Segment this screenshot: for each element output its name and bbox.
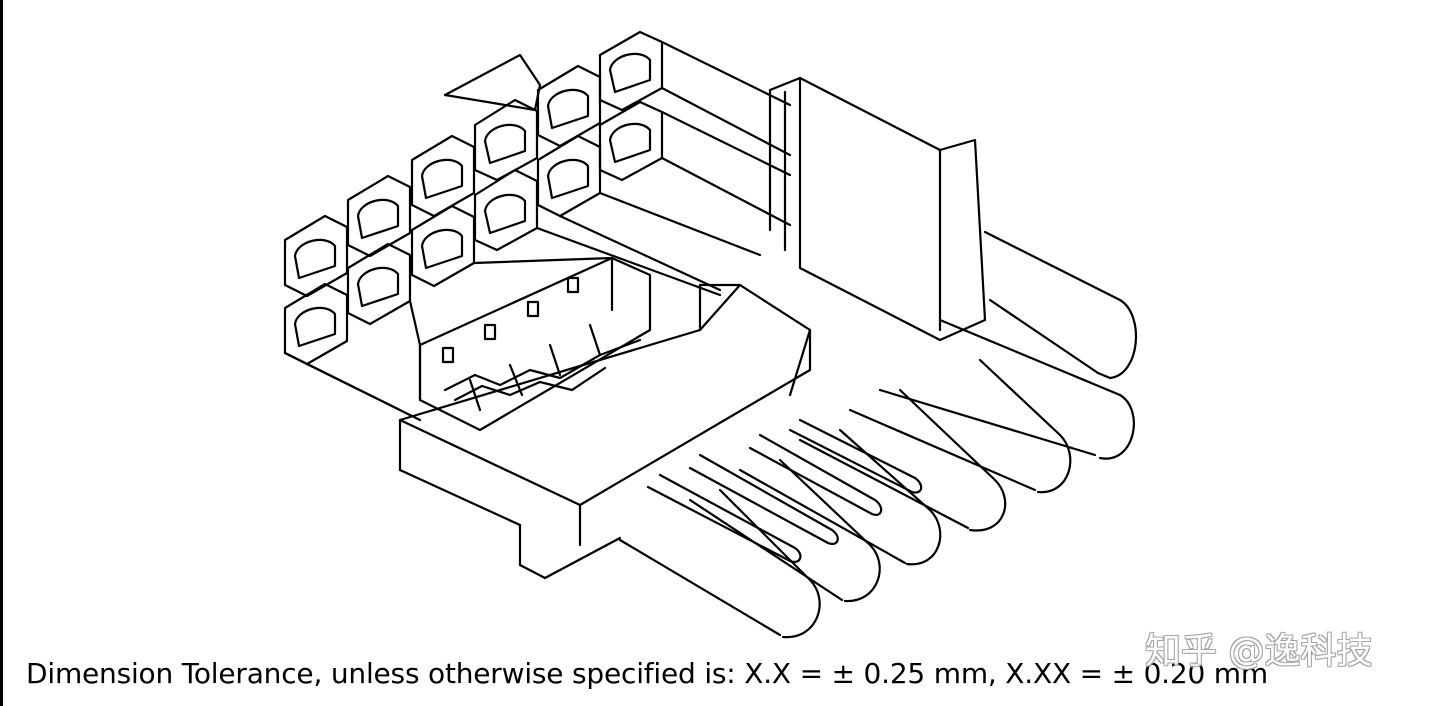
cable: [983, 230, 1138, 380]
connector-isometric-drawing: [283, 30, 1138, 639]
housing-right-block: [768, 76, 987, 342]
cavity: [443, 53, 542, 182]
cavity: [536, 134, 762, 292]
latch-teeth: [443, 323, 642, 412]
cavity: [410, 204, 614, 288]
cable: [738, 428, 942, 566]
cable: [798, 388, 1007, 532]
left-border: [0, 0, 3, 706]
cable: [618, 488, 821, 639]
cable-group: [618, 230, 1138, 639]
cavity: [346, 174, 412, 258]
tolerance-note: Dimension Tolerance, unless otherwise sp…: [26, 657, 1268, 690]
wire-slots: [646, 418, 923, 563]
cavity: [283, 214, 349, 298]
cavity: [536, 64, 602, 148]
cavity: [283, 282, 422, 422]
latch-window: [441, 276, 580, 364]
housing-base: [398, 283, 812, 580]
cavity: [598, 100, 792, 227]
cavity-grid: [283, 30, 792, 422]
cable: [688, 458, 881, 603]
cable: [848, 358, 1072, 494]
watermark: 知乎 @逸科技: [1145, 631, 1373, 672]
cavity: [346, 242, 422, 347]
cavity: [598, 30, 792, 157]
cavity: [410, 134, 476, 218]
cable: [878, 318, 1135, 460]
